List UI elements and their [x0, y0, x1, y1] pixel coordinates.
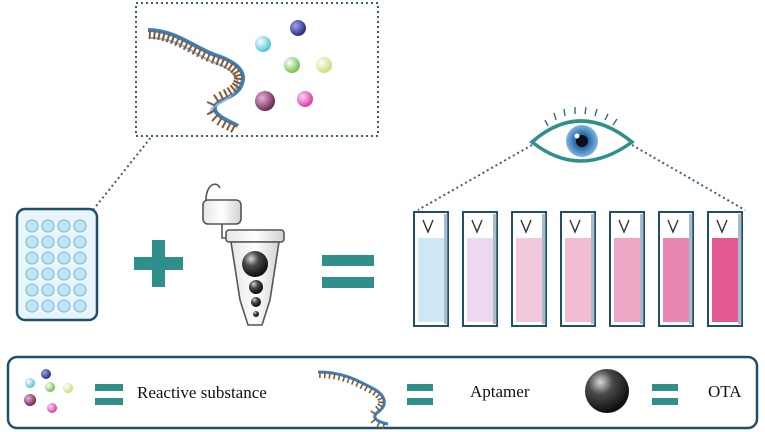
- microplate-well: [25, 283, 39, 297]
- cuvette-6: [658, 211, 694, 327]
- legend-box: Reactive substance Aptamer OTA: [6, 355, 759, 430]
- lime-molecule: [316, 57, 332, 73]
- ota-sphere-tiny: [253, 311, 259, 317]
- microplate-well: [41, 267, 55, 281]
- tube-rim: [225, 229, 285, 243]
- navy-molecule: [290, 20, 306, 36]
- pupil: [576, 135, 588, 147]
- cuvette-5: [609, 211, 645, 327]
- ota-sphere-icon: [585, 369, 629, 413]
- view-line-right: [631, 144, 746, 211]
- microplate-well: [57, 251, 71, 265]
- ota-sphere-small: [251, 297, 261, 307]
- microplate-well: [73, 251, 87, 265]
- legend-aptamer-label: Aptamer: [470, 382, 530, 401]
- aptamer-strand: [147, 28, 245, 133]
- microplate-well: [41, 299, 55, 313]
- cyan-molecule: [255, 36, 271, 52]
- cuvette-4: [560, 211, 596, 327]
- microplate-well: [73, 283, 87, 297]
- microplate-well: [57, 235, 71, 249]
- microplate-well: [57, 299, 71, 313]
- legend-ota-label: OTA: [708, 382, 742, 401]
- ota-sphere-large: [242, 251, 268, 277]
- microplate-well: [41, 219, 55, 233]
- aptamer-icon: [317, 370, 389, 430]
- cuvette-1: [413, 211, 449, 327]
- microplate-wells: [25, 219, 87, 313]
- microplate-well: [41, 235, 55, 249]
- aptamer-bases: [148, 29, 244, 133]
- tube-cap: [202, 199, 242, 225]
- cuvette-2: [462, 211, 498, 327]
- cuvette-liquid: [614, 238, 640, 322]
- zoom-inset: [135, 2, 379, 137]
- pink-molecule: [297, 91, 313, 107]
- cuvette-liquid: [467, 238, 493, 322]
- zoom-frame: [135, 2, 379, 137]
- microplate-well: [25, 267, 39, 281]
- eye-icon: [529, 106, 635, 163]
- microplate-well: [41, 283, 55, 297]
- legend-equals-2: [407, 384, 433, 405]
- cuvette-7: [707, 211, 743, 327]
- reactive-substance-icon: [24, 369, 73, 413]
- legend-frame: [6, 355, 759, 430]
- microplate-well: [25, 299, 39, 313]
- green-molecule: [284, 57, 300, 73]
- cuvette-liquid: [663, 238, 689, 322]
- microplate-well: [73, 235, 87, 249]
- eyelashes: [544, 106, 618, 127]
- microplate-well: [73, 219, 87, 233]
- cuvette-3: [511, 211, 547, 327]
- microplate-well: [57, 219, 71, 233]
- legend-equals-3: [652, 384, 678, 405]
- cuvette-row: [413, 211, 743, 327]
- zoom-connector: [92, 135, 153, 211]
- microplate-well: [41, 251, 55, 265]
- microplate-well: [73, 267, 87, 281]
- microplate-well: [57, 283, 71, 297]
- ota-sphere-medium: [249, 280, 263, 294]
- legend-equals-1: [95, 384, 123, 405]
- microplate-well: [25, 235, 39, 249]
- cuvette-liquid: [418, 238, 444, 322]
- cuvette-liquid: [712, 238, 738, 322]
- plus-icon: [134, 240, 183, 287]
- equals-icon: [322, 255, 374, 288]
- microplate-well: [73, 299, 87, 313]
- microplate-well: [25, 251, 39, 265]
- cuvette-liquid: [565, 238, 591, 322]
- microplate-icon: [15, 207, 99, 322]
- cuvette-liquid: [516, 238, 542, 322]
- microplate-well: [25, 219, 39, 233]
- microplate-well: [57, 267, 71, 281]
- microtube-icon: [202, 183, 285, 326]
- plum-molecule: [255, 91, 275, 111]
- view-line-left: [417, 144, 533, 211]
- legend-reactive-substance-label: Reactive substance: [137, 383, 267, 402]
